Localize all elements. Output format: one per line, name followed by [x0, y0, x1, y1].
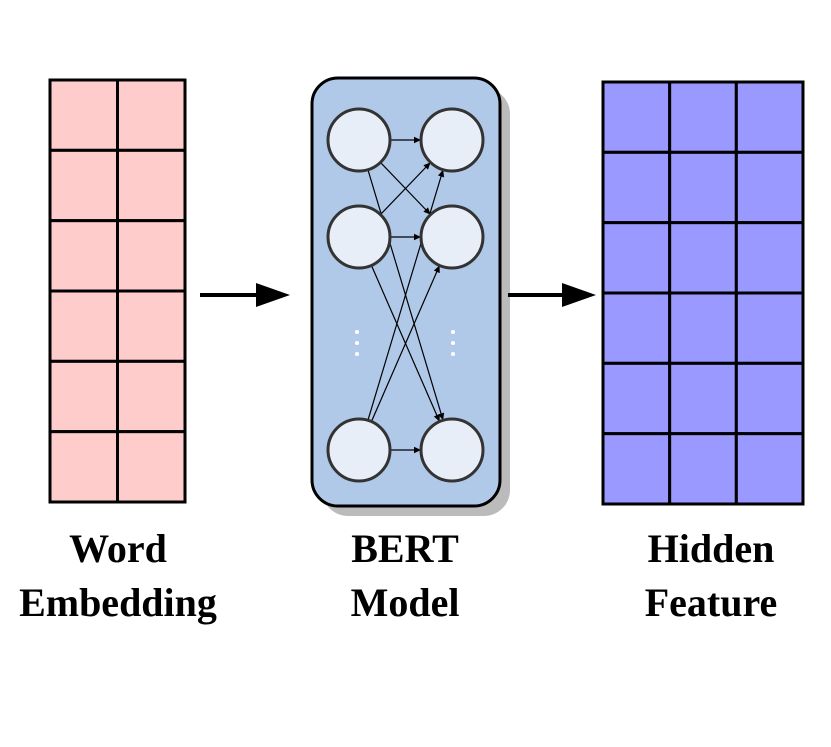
- bert-connection-arrowhead: [414, 446, 421, 454]
- hidden-feature-label-line2: Feature: [644, 580, 778, 625]
- word-embedding-grid: [48, 78, 187, 504]
- hidden-feature-cell: [734, 221, 805, 295]
- bert-connections: [367, 136, 445, 454]
- bert-connection-arrowhead: [433, 265, 440, 274]
- word-embedding-label-line1: Word: [69, 526, 167, 571]
- bert-model-label-line2: Model: [350, 580, 460, 625]
- bert-model-box: [310, 76, 510, 516]
- hidden-feature-cell: [601, 80, 672, 154]
- hidden-feature-cell: [668, 361, 738, 436]
- word-embedding-cell: [48, 148, 119, 223]
- bert-output-neuron: [419, 107, 485, 173]
- hidden-feature-cell: [668, 80, 738, 154]
- bert-connection-arrowhead: [438, 169, 445, 178]
- word-embedding-cell: [116, 430, 187, 504]
- bert-input-neuron: [326, 107, 392, 173]
- hidden-feature-cell: [734, 432, 805, 506]
- bert-input-neuron: [326, 204, 392, 270]
- bert-ellipsis-right: [451, 330, 455, 356]
- word-embedding-cell: [48, 359, 119, 434]
- bert-model-label: BERT Model: [300, 522, 510, 630]
- bert-connection: [380, 161, 431, 216]
- word-embedding-label: Word Embedding: [0, 522, 236, 630]
- bert-model-label-line1: BERT: [351, 526, 459, 571]
- word-embedding-cell: [116, 359, 187, 434]
- bert-output-neuron: [419, 204, 485, 270]
- hidden-feature-cell: [601, 361, 672, 436]
- hidden-feature-cell: [734, 150, 805, 225]
- bert-connection-arrowhead: [414, 233, 421, 241]
- hidden-feature-cell: [734, 291, 805, 365]
- hidden-feature-cell: [668, 432, 738, 506]
- bert-output-neuron: [419, 417, 485, 483]
- hidden-feature-cell: [734, 361, 805, 436]
- word-embedding-cell: [116, 78, 187, 152]
- bert-connection-arrowhead: [414, 136, 421, 144]
- bert-connection: [367, 169, 444, 421]
- bert-connection-arrowhead: [433, 413, 440, 422]
- word-embedding-cell: [48, 289, 119, 363]
- hidden-feature-cell: [734, 80, 805, 154]
- arrow-bert-to-hidden: [508, 283, 596, 307]
- hidden-feature-cell: [601, 291, 672, 365]
- bert-ellipsis-left: [355, 330, 359, 356]
- bert-connection: [370, 265, 441, 422]
- hidden-feature-cell: [668, 221, 738, 295]
- bert-neurons: [326, 107, 485, 483]
- word-embedding-cell: [48, 219, 119, 293]
- hidden-feature-grid: [601, 80, 805, 506]
- word-embedding-cell: [48, 430, 119, 504]
- word-embedding-cell: [116, 219, 187, 293]
- hidden-feature-cell: [601, 150, 672, 225]
- word-embedding-cell: [116, 289, 187, 363]
- word-embedding-label-line2: Embedding: [19, 580, 217, 625]
- arrow-embedding-to-bert: [200, 283, 290, 307]
- hidden-feature-cell: [668, 291, 738, 365]
- hidden-feature-cell: [601, 221, 672, 295]
- hidden-feature-label: Hidden Feature: [600, 522, 822, 630]
- bert-connection-arrowhead: [423, 162, 431, 170]
- hidden-feature-cell: [668, 150, 738, 225]
- bert-connection-arrowhead: [423, 207, 431, 215]
- word-embedding-cell: [48, 78, 119, 152]
- hidden-feature-label-line1: Hidden: [647, 526, 775, 571]
- hidden-feature-cell: [601, 432, 672, 506]
- bert-input-neuron: [326, 417, 392, 483]
- word-embedding-cell: [116, 148, 187, 223]
